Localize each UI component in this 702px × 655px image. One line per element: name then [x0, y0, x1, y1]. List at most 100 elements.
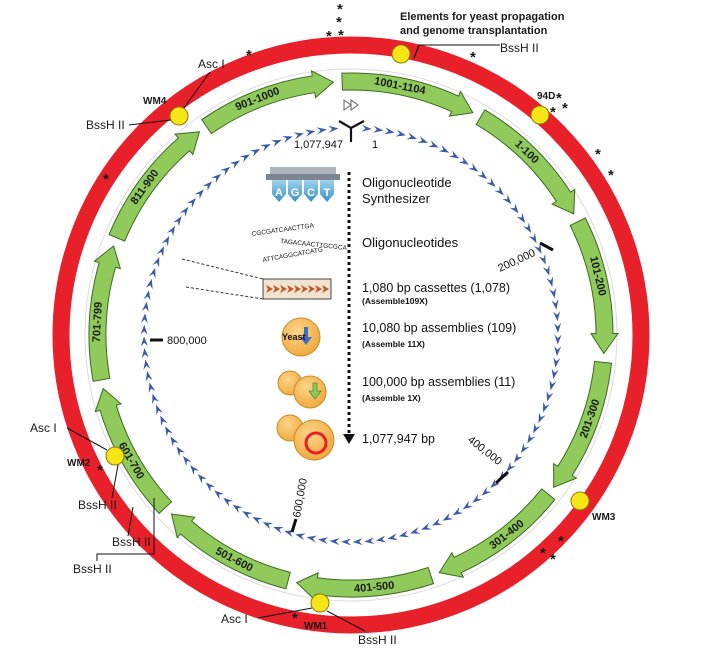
- scale-tick-400k: [494, 470, 510, 485]
- cassette-arrow: [554, 346, 562, 357]
- cassette-arrow: [318, 537, 329, 545]
- cassette-arrow: [410, 527, 421, 534]
- wm1-label: WM1: [304, 621, 328, 632]
- cassette-arrow: [252, 516, 263, 525]
- cassette-arrow: [141, 301, 149, 312]
- step-cassettes-sub: (Assemble109X): [362, 296, 428, 306]
- cassette-arrow: [417, 136, 428, 143]
- cassette-arrow: [186, 197, 196, 208]
- marker-wm1: [310, 593, 330, 613]
- wm2-bssh2-label: BssH II: [112, 535, 151, 549]
- origin-marker: [338, 99, 365, 142]
- cassette-arrow: [398, 530, 410, 538]
- asterisk-group: * * * * * * * * * * * * * * * * *: [97, 1, 614, 627]
- step-asm100k-sub: (Assemble 1X): [362, 393, 421, 403]
- oligo-seq-1: CGCGATCAACTTGA: [251, 222, 315, 238]
- marker-wm2: [105, 446, 125, 466]
- step-oligos: Oligonucleotides: [362, 235, 459, 250]
- cassette-arrow: [148, 382, 156, 393]
- cassette-arrow: [176, 446, 185, 457]
- svg-text:*: *: [326, 28, 332, 45]
- guide-ring: [84, 68, 618, 602]
- yeast-label: Yeast: [282, 332, 306, 342]
- segment-arrow: [94, 387, 173, 515]
- cassette-arrow: [458, 156, 469, 165]
- wm3-label: WM3: [592, 512, 616, 523]
- cassette-arrow: [384, 127, 395, 135]
- cassette-arrow: [161, 235, 170, 247]
- segment-arrow: [108, 131, 201, 242]
- cassette-mini-arrow: [294, 285, 301, 293]
- oligo-seq-3: ATTCAGGCATCATG: [262, 246, 323, 263]
- cassette-arrow: [156, 246, 164, 257]
- step-cassettes: 1,080 bp cassettes (1,078): [362, 281, 510, 295]
- wm2-label: WM2: [67, 458, 91, 469]
- cassette-arrow: [141, 347, 149, 359]
- cassette-arrow: [486, 177, 496, 187]
- cassette-arrow: [395, 129, 406, 137]
- cassette-arrow: [167, 225, 176, 237]
- svg-text:*: *: [292, 610, 298, 627]
- marker-wm4: [169, 106, 189, 126]
- cassette-arrow: [549, 379, 557, 391]
- cassette-arrow: [190, 465, 200, 476]
- cassette-arrow: [165, 426, 173, 437]
- cassette-arrow: [551, 299, 559, 310]
- cassette-arrow: [183, 456, 192, 467]
- cassette-mini-arrow: [287, 285, 294, 293]
- cassette-arrow: [160, 415, 168, 427]
- cassette-arrow: [516, 212, 526, 223]
- cassette-arrow: [156, 404, 163, 416]
- segment-arrow: [553, 360, 613, 488]
- svg-text:*: *: [558, 533, 564, 550]
- cassette-arrow: [214, 490, 224, 500]
- wm2-bssh1-label: BssH II: [78, 498, 117, 512]
- cassette-mini-arrow: [266, 285, 273, 293]
- cassette-arrow: [179, 206, 189, 217]
- cassette-arrow: [549, 287, 557, 299]
- cassette-arrow: [421, 522, 432, 530]
- cassette-arrow: [428, 140, 439, 148]
- cassette-arrow: [553, 357, 561, 368]
- yeast-cell-icon: [281, 317, 321, 357]
- scale-label-800k: 800,000: [167, 335, 207, 347]
- cassette-arrow: [533, 423, 541, 434]
- marker-top: [391, 44, 411, 64]
- svg-text:*: *: [97, 462, 103, 479]
- segment-arrows: 1-100101-200201-300301-400401-500501-600…: [88, 70, 619, 601]
- cassette-arrow: [542, 265, 550, 276]
- cassette-arrow: [490, 478, 500, 489]
- svg-text:*: *: [470, 49, 476, 66]
- cassette-arrow: [546, 391, 554, 402]
- segment-arrow: [295, 566, 435, 601]
- cassette-arrow: [304, 129, 316, 137]
- cassette-arrow: [438, 145, 450, 153]
- cassette-arrow: [468, 162, 479, 172]
- cassette-arrow: [271, 139, 282, 147]
- cassette-arrow: [232, 504, 243, 514]
- cassette-icon: [262, 278, 332, 300]
- cassette-arrow: [452, 507, 464, 516]
- origin-label-left: 1,077,947: [294, 139, 343, 151]
- marker-94d: [530, 105, 550, 125]
- cassette-arrow: [514, 452, 523, 463]
- cassette-arrow: [527, 433, 536, 444]
- cassette-arrow: [538, 253, 546, 265]
- cassette-arrow: [361, 124, 372, 132]
- cassette-arrow: [431, 518, 443, 526]
- cassette-arrow: [143, 359, 151, 370]
- cassette-arrow: [387, 533, 398, 541]
- cassette-arrow: [341, 538, 351, 546]
- wm4-label: WM4: [143, 96, 167, 107]
- cassette-arrow: [520, 443, 530, 454]
- step-genome: 1,077,947 bp: [362, 432, 435, 446]
- segment-arrow: [201, 70, 335, 135]
- cassette-arrow: [406, 132, 418, 140]
- cassette-arrow: [546, 276, 554, 287]
- cassette-arrow: [551, 368, 559, 380]
- cassette-arrow: [148, 267, 156, 279]
- svg-text:*: *: [556, 90, 562, 107]
- cassette-mini-arrow: [322, 285, 329, 293]
- cassette-arrow: [152, 256, 160, 268]
- cassette-arrow: [293, 132, 304, 140]
